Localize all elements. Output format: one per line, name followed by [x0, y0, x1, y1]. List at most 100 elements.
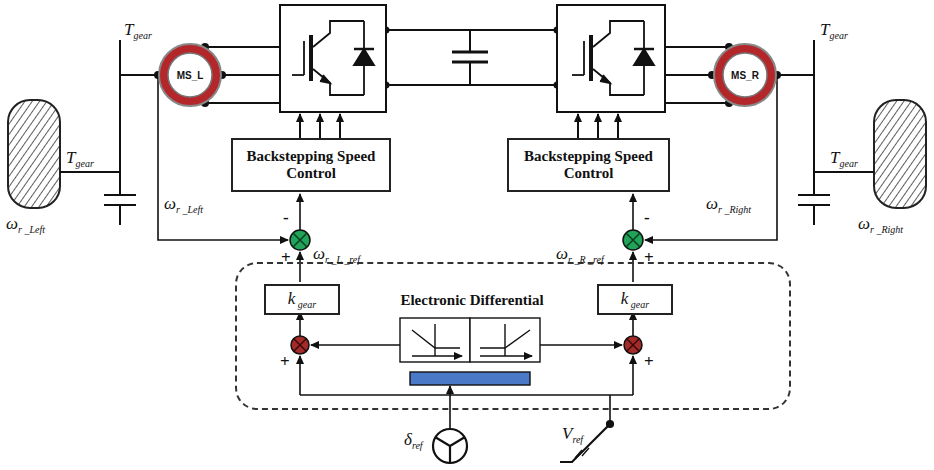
- differential-region: Electronic Differentialk geark gear: [235, 262, 791, 410]
- sign-label: +: [644, 352, 654, 372]
- speed-feedback: [158, 75, 777, 240]
- symbol-main: ω: [858, 214, 870, 233]
- reference-arrows: [632, 252, 634, 282]
- characteristic-plot: [480, 330, 530, 348]
- dc-link: [469, 30, 471, 52]
- symbol-subscript: gear: [295, 299, 316, 310]
- dc-link: [386, 84, 557, 86]
- speed-error-junction: [623, 230, 643, 250]
- sign-label: +: [280, 352, 290, 372]
- inverter-right: [557, 5, 665, 112]
- symbol-subscript: ref: [412, 440, 423, 451]
- signal-label: ωr _L _ref: [313, 244, 360, 265]
- symbol-main: T: [820, 20, 829, 39]
- inverter-right: [572, 21, 654, 95]
- accelerator-pedal: [575, 448, 589, 458]
- dc-link: [452, 51, 488, 54]
- accelerator-pedal: [607, 421, 613, 427]
- steering-bar: [410, 372, 530, 385]
- signal-label: Tgear: [820, 20, 848, 41]
- motor-stator: [714, 44, 776, 106]
- symbol-subscript: r _Left: [18, 224, 45, 235]
- symbol-main: k: [288, 289, 296, 308]
- phase-wires: [665, 46, 729, 48]
- terminal-dots: [154, 27, 781, 108]
- characteristic-plot: [412, 324, 462, 356]
- symbol-main: k: [621, 289, 629, 308]
- controller-box: Backstepping Speed Control: [507, 138, 670, 192]
- symbol-subscript: gear: [75, 158, 93, 169]
- left-gear: [60, 171, 120, 173]
- steering-wheel: [435, 437, 465, 463]
- reference-arrows: [311, 344, 400, 346]
- symbol-subscript: r _R _ref: [568, 254, 604, 265]
- motor-stator: [159, 44, 221, 106]
- steering-wheel: [433, 429, 467, 463]
- node-label: MS_R: [731, 70, 759, 81]
- right-wheel: [874, 100, 926, 208]
- characteristic-plot: [480, 324, 532, 356]
- signal-label: ωr _R _ref: [556, 244, 604, 265]
- speed-error-junction: [626, 233, 640, 247]
- signal-label: Tgear: [124, 20, 152, 41]
- signal-label: Vref: [562, 424, 583, 445]
- reference-arrows: [299, 194, 301, 230]
- phase-wires: [205, 46, 280, 48]
- dc-link: [469, 62, 471, 85]
- characteristic-plot: [412, 330, 460, 348]
- speed-error-junction: [290, 230, 643, 250]
- controller-box: Backstepping Speed Control: [231, 138, 391, 192]
- accelerator-pedal: [560, 421, 613, 462]
- signal-label: ωr _Left: [164, 194, 203, 215]
- motor-rotor: [168, 53, 212, 97]
- differential-junction: [294, 339, 306, 351]
- right-gear: [777, 40, 874, 225]
- node-label: k gear: [288, 289, 316, 310]
- steering-bar: [410, 372, 530, 385]
- left-wheel: [8, 100, 60, 208]
- signal-label: δref: [404, 430, 423, 451]
- dc-link: [386, 30, 557, 85]
- speed-error-junction: [290, 230, 310, 250]
- vref-wire: [300, 394, 633, 396]
- reference-arrows: [632, 356, 634, 395]
- gate-signals: [617, 114, 619, 138]
- inverter-left: [280, 5, 386, 112]
- symbol-subscript: gear: [628, 299, 649, 310]
- gate-signals: [577, 114, 579, 138]
- differential-junction: [627, 339, 639, 351]
- symbol-main: ω: [706, 194, 718, 213]
- left-gear: [120, 74, 158, 76]
- gain-box: k gear: [597, 284, 673, 315]
- right-gear: [777, 74, 814, 76]
- speed-error-junction: [293, 233, 307, 247]
- symbol-main: V: [562, 424, 572, 443]
- gate-signals: [300, 114, 618, 138]
- inverter-left: [292, 21, 374, 95]
- reference-arrows: [632, 194, 634, 230]
- reference-arrows: [540, 344, 622, 346]
- phase-wires: [205, 102, 280, 104]
- left-gear: [104, 194, 136, 196]
- node-label: Backstepping Speed Control: [509, 148, 668, 183]
- left-gear: [119, 205, 121, 225]
- symbol-subscript: r _Right: [870, 224, 903, 235]
- symbol-subscript: gear: [839, 158, 857, 169]
- gain-box: k gear: [264, 284, 340, 315]
- inverter-right: [557, 5, 665, 112]
- symbol-subscript: ref: [572, 434, 583, 445]
- sign-label: -: [283, 208, 289, 228]
- symbol-main: ω: [313, 244, 325, 263]
- signal-label: ωr _Right: [858, 214, 903, 235]
- reference-arrows: [299, 252, 301, 282]
- left-wheel: [8, 100, 60, 208]
- right-gear: [798, 194, 830, 196]
- symbol-main: T: [124, 20, 133, 39]
- sign-label: +: [644, 248, 654, 268]
- right-gear: [814, 171, 874, 173]
- node-label: Backstepping Speed Control: [233, 148, 389, 183]
- reference-arrows: [299, 312, 301, 336]
- motor-left: MS_L: [158, 43, 222, 107]
- characteristic-plot: [400, 318, 540, 362]
- symbol-main: ω: [6, 214, 18, 233]
